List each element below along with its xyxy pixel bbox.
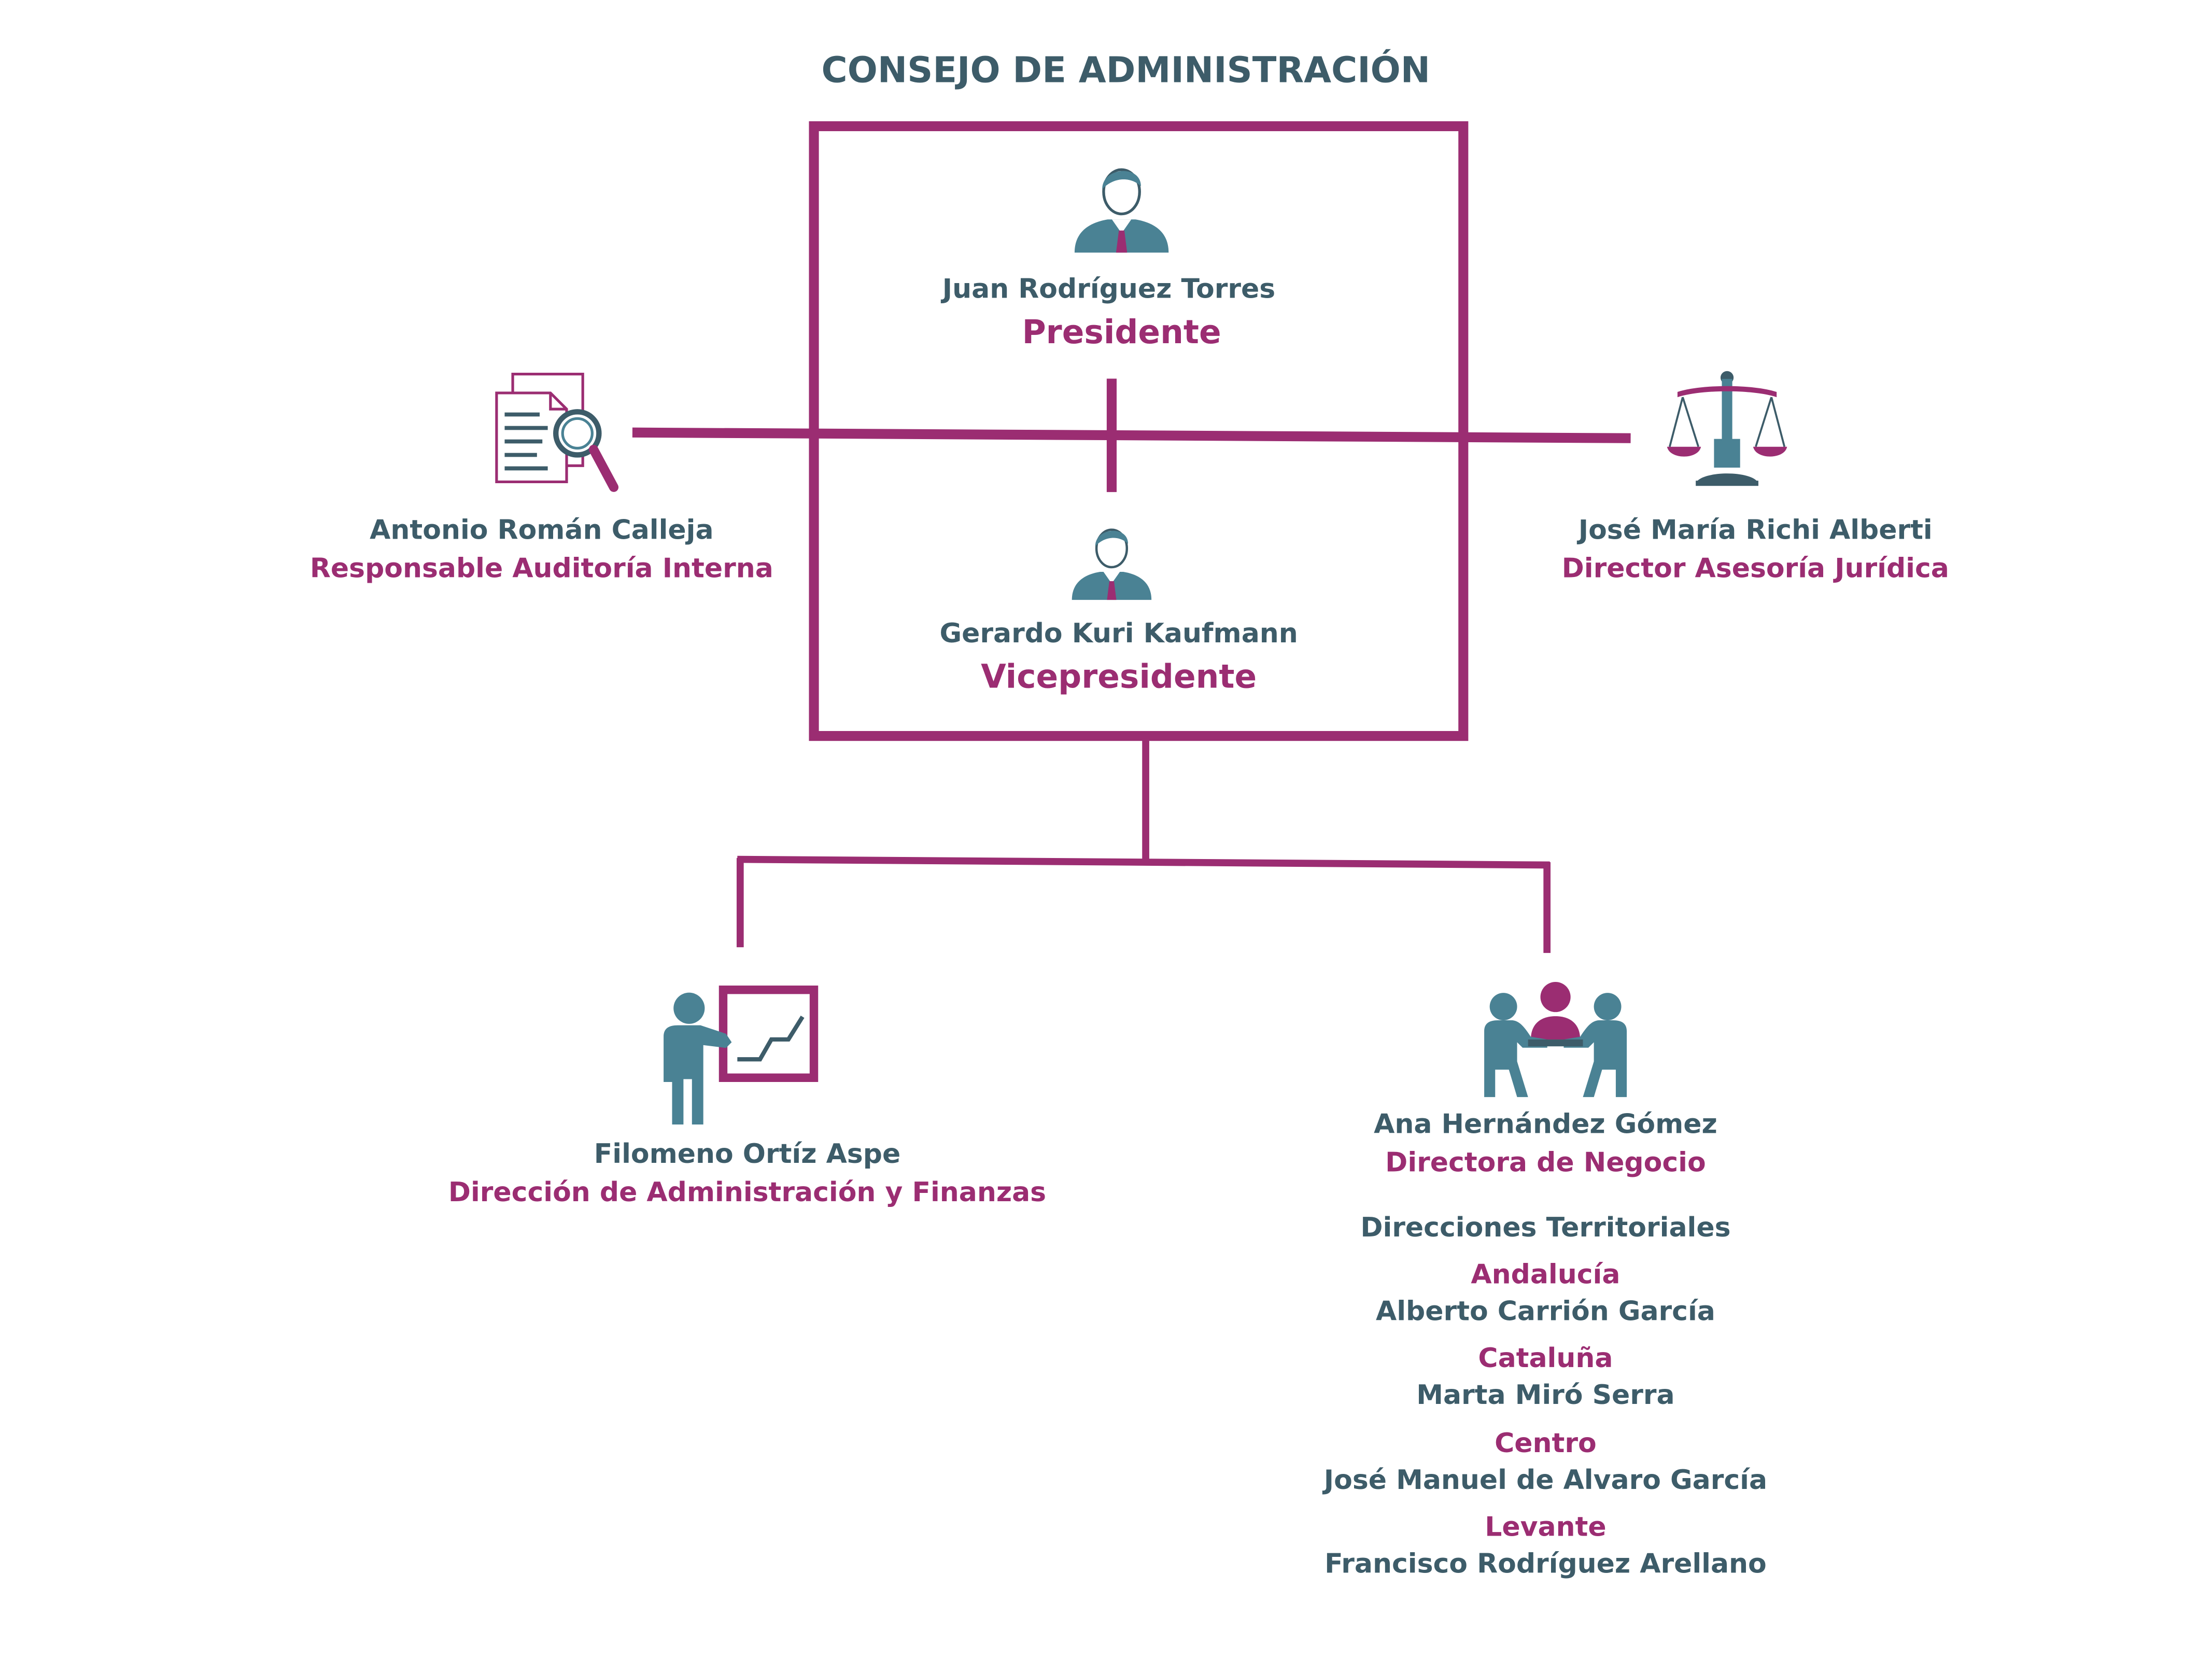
vice-president-role: Vicepresidente (981, 659, 1257, 697)
territory-region: Centro (1495, 1428, 1597, 1459)
territory-director: Marta Miró Serra (1416, 1380, 1675, 1411)
branch-horizontal-connector (737, 855, 1550, 869)
audit-role: Responsable Auditoría Interna (309, 553, 773, 584)
territory-region: Andalucía (1471, 1259, 1621, 1291)
territory-director: Francisco Rodríguez Arellano (1325, 1548, 1767, 1580)
business-role: Directora de Negocio (1385, 1147, 1706, 1179)
president-name: Juan Rodríguez Torres (942, 273, 1276, 305)
president-role: Presidente (1022, 315, 1221, 352)
meeting-icon (1484, 981, 1627, 1098)
territory-region: Cataluña (1478, 1343, 1613, 1374)
scales-of-justice-icon (1667, 371, 1787, 486)
finance-name: Filomeno Ortíz Aspe (594, 1138, 901, 1170)
territory-director: Alberto Carrión García (1375, 1296, 1715, 1328)
vice-president-name: Gerardo Kuri Kaufmann (939, 618, 1298, 650)
territories-heading: Direcciones Territoriales (1360, 1212, 1731, 1244)
legal-role: Director Asesoría Jurídica (1561, 553, 1949, 584)
advisor-connector (632, 427, 1631, 443)
legal-name: José María Richi Alberti (1578, 514, 1933, 546)
territory-region: Levante (1485, 1511, 1607, 1543)
chart-title: CONSEJO DE ADMINISTRACIÓN (821, 49, 1431, 91)
document-magnifier-icon (495, 372, 619, 492)
territory-director: José Manuel de Alvaro García (1323, 1465, 1768, 1496)
business-name: Ana Hernández Gómez (1374, 1108, 1717, 1141)
presenter-chart-icon (664, 986, 819, 1125)
audit-name: Antonio Román Calleja (370, 514, 714, 546)
businessman-icon (1074, 168, 1169, 253)
finance-role: Dirección de Administración y Finanzas (448, 1177, 1047, 1208)
businessman-icon (1072, 528, 1152, 600)
